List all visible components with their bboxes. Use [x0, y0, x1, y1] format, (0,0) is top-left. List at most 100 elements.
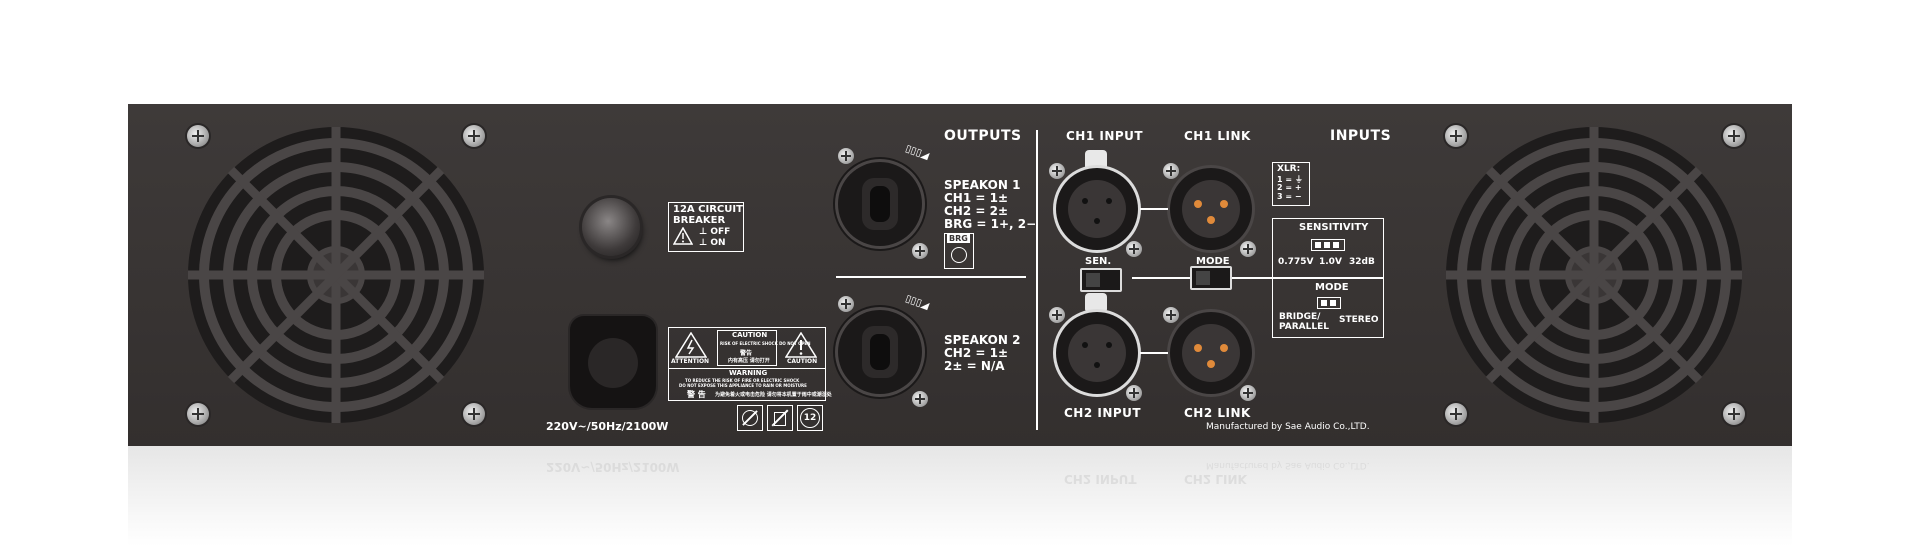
screw-icon [1049, 163, 1065, 179]
mode-stereo-label: STEREO [1339, 315, 1379, 325]
mode-switch-label: MODE [1196, 256, 1230, 267]
warning-line1: TO REDUCE THE RISK OF FIRE OR ELECTRIC S… [685, 378, 800, 383]
xlr-pinout-title: XLR: [1277, 164, 1301, 174]
ch2-input-xlr-connector[interactable] [1056, 312, 1138, 394]
section-divider [1036, 130, 1038, 430]
reflection-ch2-input: CH2 INPUT [1064, 472, 1137, 486]
power-rating-label: 220V~/50Hz/2100W [546, 420, 669, 433]
ch1-link-xlr-connector[interactable] [1170, 168, 1252, 250]
reflection-manufacturer: Manufactured by Sae Audio Co.,LTD. [1206, 460, 1370, 470]
screw-icon [1240, 241, 1256, 257]
left-cooling-fan-grille [188, 127, 484, 423]
screw-icon [187, 125, 209, 147]
caution-cn-subtitle: 内有高压 请勿打开 [728, 358, 770, 364]
manufacturer-label: Manufactured by Sae Audio Co.,LTD. [1206, 422, 1370, 432]
divider [669, 368, 825, 369]
ch2-link-label: CH2 LINK [1184, 406, 1251, 420]
xlr-pinout-box: XLR: 1 = ⏚ 2 = + 3 = − [1272, 162, 1310, 206]
link-line [1140, 208, 1168, 210]
ch1-input-xlr-connector[interactable] [1056, 168, 1138, 250]
circuit-breaker-button[interactable] [582, 198, 640, 256]
caution-right-label: CAUTION [787, 358, 818, 365]
xlr-pinout-line1: 1 = ⏚ [1277, 175, 1303, 184]
warning-cn-title: 警 告 [687, 390, 706, 399]
attention-label: ATTENTION [671, 358, 710, 365]
screw-icon [1240, 385, 1256, 401]
screw-icon [463, 403, 485, 425]
speakon-2-line2: 2± = N/A [944, 359, 1005, 373]
xlr-latch-icon[interactable] [1085, 150, 1107, 168]
caution-cn-title: 警告 [740, 350, 753, 357]
speakon-2-line1: CH2 = 1± [944, 346, 1009, 360]
power-inlet-socket [588, 338, 638, 388]
speakon-1-line2: CH2 = 2± [944, 204, 1009, 218]
certification-12-icon: 12 [797, 405, 823, 431]
reflection-power-rating: 220V~/50Hz/2100W [546, 460, 680, 474]
power-inlet[interactable] [570, 316, 656, 408]
xlr-pinout-line2: 2 = + [1277, 183, 1302, 192]
speakon-1-title: SPEAKON 1 [944, 178, 1021, 192]
screw-icon [838, 296, 854, 312]
screw-icon [1445, 403, 1467, 425]
sensitivity-value-1: 0.775V [1278, 257, 1314, 267]
breaker-title-line1: 12A CIRCUIT [673, 204, 743, 215]
warning-line2: DO NOT EXPOSE THIS APPLIANCE TO RAIN OR … [679, 383, 807, 388]
sensitivity-value-3: 32dB [1349, 257, 1375, 267]
screw-icon [1049, 307, 1065, 323]
mode-parallel-label: PARALLEL [1279, 322, 1329, 332]
speakon-1-line1: CH1 = 1± [944, 191, 1009, 205]
screw-icon [1126, 385, 1142, 401]
right-cooling-fan-grille [1446, 127, 1742, 423]
caution-title: CAUTION [732, 331, 768, 339]
no-water-icon [737, 405, 763, 431]
screw-icon [1723, 403, 1745, 425]
outputs-heading: OUTPUTS [944, 128, 1022, 144]
divider [1273, 277, 1383, 279]
speakon-1-connector[interactable] [838, 162, 922, 246]
speakon-1-line3: BRG = 1+, 2− [944, 217, 1037, 231]
ch1-input-label: CH1 INPUT [1066, 129, 1144, 143]
screw-icon [912, 243, 928, 259]
warning-cn-text: 为避免着火或电击危险 请勿将本机置于雨中或潮湿处 [715, 392, 832, 398]
sensitivity-value-2: 1.0V [1319, 257, 1342, 267]
screw-icon [1163, 163, 1179, 179]
breaker-on-text: ON [710, 238, 726, 248]
caution-subtitle: RISK OF ELECTRIC SHOCK DO NOT OPEN [720, 341, 811, 346]
reflection-ch2-link: CH2 LINK [1184, 472, 1247, 486]
caution-exclamation-icon [785, 332, 817, 358]
screw-icon [463, 125, 485, 147]
warning-title: WARNING [729, 369, 768, 377]
sen-switch-label: SEN. [1085, 256, 1112, 267]
mode-legend-title: MODE [1315, 282, 1349, 293]
screw-icon [1126, 241, 1142, 257]
screw-icon [1723, 125, 1745, 147]
link-line [1140, 352, 1168, 354]
caution-box: CAUTION RISK OF ELECTRIC SHOCK DO NOT OP… [717, 330, 811, 366]
ch2-link-xlr-connector[interactable] [1170, 312, 1252, 394]
breaker-label: 12A CIRCUIT BREAKER ⊥ OFF ⊥ ON [668, 202, 744, 252]
mode-switch[interactable] [1190, 266, 1232, 290]
weee-bin-icon [767, 405, 793, 431]
sensitivity-switch[interactable] [1080, 268, 1122, 292]
ch1-link-label: CH1 LINK [1184, 129, 1251, 143]
brg-badge: BRG [944, 233, 974, 269]
screw-icon [187, 403, 209, 425]
brg-badge-text: BRG [947, 234, 970, 243]
speakon-2-connector[interactable] [838, 310, 922, 394]
screw-icon [1445, 125, 1467, 147]
floor-reflection [128, 446, 1792, 546]
outputs-divider [836, 276, 1026, 278]
speakon-2-title: SPEAKON 2 [944, 333, 1021, 347]
electric-shock-icon [675, 332, 707, 358]
warning-triangle-icon [673, 227, 693, 245]
sensitivity-switch-diagram [1311, 239, 1345, 251]
xlr-pinout-line3: 3 = − [1277, 192, 1302, 201]
brg-symbol-icon [951, 247, 967, 263]
screw-icon [912, 391, 928, 407]
settings-legend-box: SENSITIVITY 0.775V 1.0V 32dB MODE BRIDGE… [1272, 218, 1384, 338]
breaker-on-label: ⊥ ON [699, 238, 726, 248]
warning-label: ATTENTION CAUTION RISK OF ELECTRIC SHOCK… [668, 327, 832, 401]
mode-switch-diagram [1317, 297, 1341, 309]
xlr-latch-icon[interactable] [1085, 293, 1107, 311]
divider [1240, 277, 1264, 279]
